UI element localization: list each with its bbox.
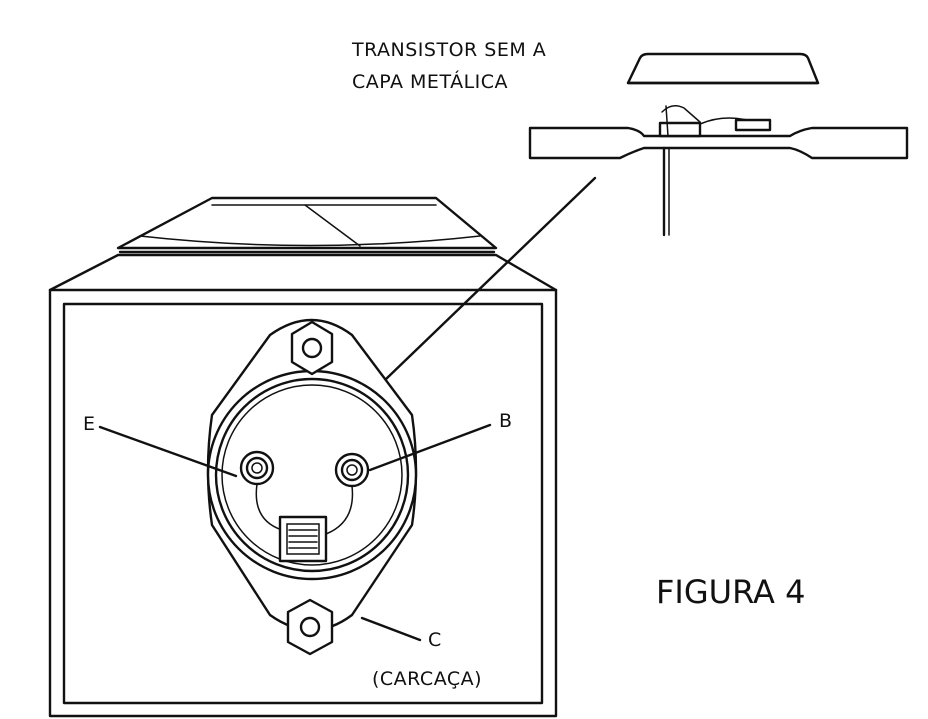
caption-line-2: CAPA METÁLICA <box>352 70 508 93</box>
metal-cap <box>626 52 820 85</box>
base-terminal <box>334 452 370 488</box>
base-bond-wire <box>325 485 354 535</box>
collector-note: (CARCAÇA) <box>372 668 482 690</box>
heatsink-top <box>116 196 498 254</box>
to3-package <box>206 318 418 632</box>
top-nut <box>290 320 334 376</box>
emitter-leader <box>98 425 238 478</box>
heatsink-body <box>48 253 558 718</box>
base-label: B <box>499 410 513 432</box>
collector-label: C <box>428 629 442 651</box>
emitter-bond-wire <box>255 483 283 531</box>
cross-section <box>528 105 909 237</box>
caption-line-1: TRANSISTOR SEM A <box>351 39 546 61</box>
bottom-nut <box>286 598 334 656</box>
base-leader <box>368 423 492 472</box>
figure-title: FIGURA 4 <box>656 573 805 611</box>
collector-leader <box>360 616 422 642</box>
emitter-terminal <box>239 450 275 486</box>
transistor-die <box>278 515 328 563</box>
emitter-label: E <box>83 413 96 435</box>
section-pointer <box>383 176 597 382</box>
